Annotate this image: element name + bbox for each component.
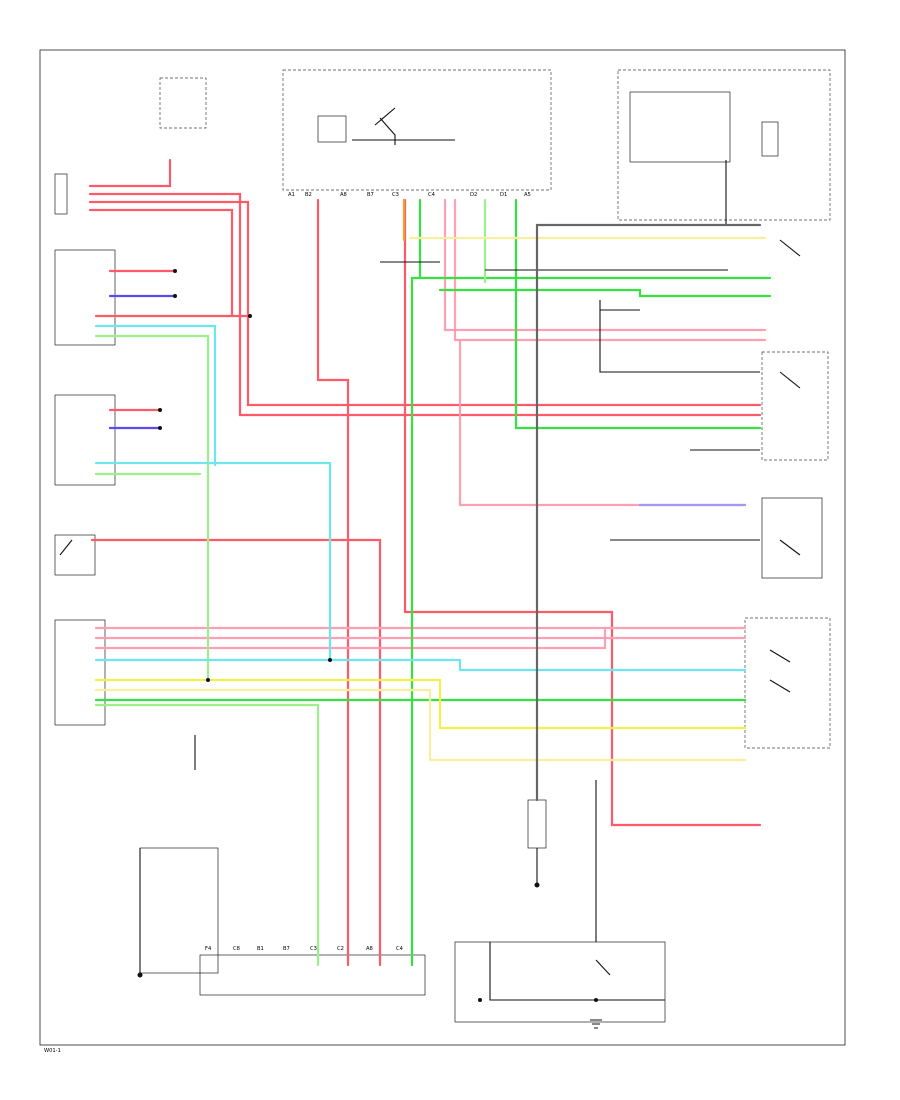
junction-dot <box>248 314 252 318</box>
bottom-pin-label: C4 <box>396 946 404 952</box>
bottom-pin-label: C8 <box>233 946 240 952</box>
wire-red-main-4 <box>88 208 234 318</box>
top-pin-label: B2 <box>305 192 312 198</box>
green-wires <box>94 198 772 967</box>
battery-symbol <box>527 799 547 849</box>
wire-pink-3 <box>458 338 747 507</box>
top-pin-label: A1 <box>288 192 295 198</box>
bottom-ecu-box <box>199 954 426 996</box>
top-pin-label: A8 <box>340 192 347 198</box>
wire-cyan-1 <box>94 324 217 467</box>
wire-red-vert-1 <box>316 198 350 967</box>
top-left-fuse-box <box>159 77 207 129</box>
top-pin-label: B7 <box>367 192 374 198</box>
left-door-lock-actuator-1 <box>54 249 116 346</box>
wire-red-vert-2 <box>403 198 762 827</box>
left-control-unit <box>54 619 106 726</box>
wire-red-main-2 <box>88 192 762 417</box>
bottom-pin-label: B7 <box>283 946 290 952</box>
junction-dot <box>328 658 332 662</box>
blue-wires <box>108 294 747 507</box>
switch-ground <box>595 959 611 976</box>
wire-red-main-1 <box>88 158 172 188</box>
bottom-pin-label: C2 <box>337 946 344 952</box>
wire-green-4 <box>514 198 762 430</box>
junction-dot <box>158 408 162 412</box>
right-switch-box-1 <box>761 351 829 461</box>
top-pin-label: D1 <box>500 192 507 198</box>
left-switch-box-1 <box>54 173 68 215</box>
top-right-relay-box <box>617 69 831 221</box>
wire-red-main-3 <box>88 200 762 407</box>
junction-dot <box>137 972 143 978</box>
wire-lightyellow-2 <box>94 688 747 762</box>
junction-dot <box>206 678 210 682</box>
yellow-wires <box>94 198 767 762</box>
cyan-wires <box>94 324 747 672</box>
switch-symbols <box>59 107 801 1029</box>
black-wires <box>139 117 762 1001</box>
junction-dot <box>594 998 598 1002</box>
left-door-lock-switch <box>54 534 96 576</box>
top-pin-label: D2 <box>470 192 477 198</box>
wire-red-horiz-2 <box>90 538 382 967</box>
top-pin-label: C3 <box>392 192 399 198</box>
junction-dot <box>478 998 482 1002</box>
junction-dot <box>534 882 540 888</box>
diagram-frame <box>39 49 846 1046</box>
wire-cyan-2 <box>94 461 332 662</box>
bottom-pin-label: A8 <box>366 946 373 952</box>
switch-right-4 <box>769 649 791 663</box>
top-right-fuse-inner <box>761 121 779 157</box>
red-wires <box>88 158 762 967</box>
wire-black-1 <box>379 117 396 145</box>
switch-relay-top <box>374 107 396 126</box>
left-door-lock-actuator-2 <box>54 394 116 486</box>
junction-dots <box>137 269 598 1002</box>
right-connector-block <box>744 617 831 749</box>
bottom-left-loop <box>139 847 219 974</box>
switch-right-1 <box>779 239 801 257</box>
wire-cyan-3 <box>94 658 747 672</box>
bottom-pin-row: F4 C8 B1 B7 C3 C2 A8 C4 <box>205 946 404 952</box>
switch-right-5 <box>769 679 791 693</box>
wire-lightgreen-4 <box>94 703 320 967</box>
bottom-pin-label: B1 <box>257 946 264 952</box>
wire-green-2 <box>438 288 772 298</box>
switch-right-3 <box>779 539 801 556</box>
junction-dot <box>158 426 162 430</box>
top-relay-pin-row: A1 B2 A8 B7 C3 C4 D2 D1 A5 <box>288 192 531 198</box>
pink-wires <box>94 198 767 650</box>
wire-black-11 <box>489 942 665 1001</box>
wire-pink-2 <box>453 198 767 342</box>
underhood-relay-box <box>282 69 552 191</box>
wire-lightgreen-2 <box>94 334 210 682</box>
figure-code: W01-1 <box>44 1048 61 1054</box>
wire-yellow-1 <box>94 678 747 730</box>
top-right-relay-inner <box>629 91 731 163</box>
top-pin-label: C4 <box>428 192 436 198</box>
switch-left-1 <box>59 539 73 556</box>
wire-pink-1 <box>443 198 767 332</box>
wire-green-3 <box>410 276 422 967</box>
junction-dot <box>173 294 177 298</box>
ground-symbol-1 <box>590 1019 602 1029</box>
bottom-pin-label: F4 <box>205 946 212 952</box>
junction-dot <box>173 269 177 273</box>
wire-pink-6 <box>94 628 607 650</box>
wire-black-4 <box>599 300 760 373</box>
right-switch-box-2 <box>761 497 823 579</box>
bottom-right-ground-box <box>454 941 666 1023</box>
bottom-pin-label: C3 <box>310 946 317 952</box>
top-pin-label: A5 <box>524 192 531 198</box>
switch-right-2 <box>779 371 801 389</box>
relay-coil <box>317 115 347 143</box>
